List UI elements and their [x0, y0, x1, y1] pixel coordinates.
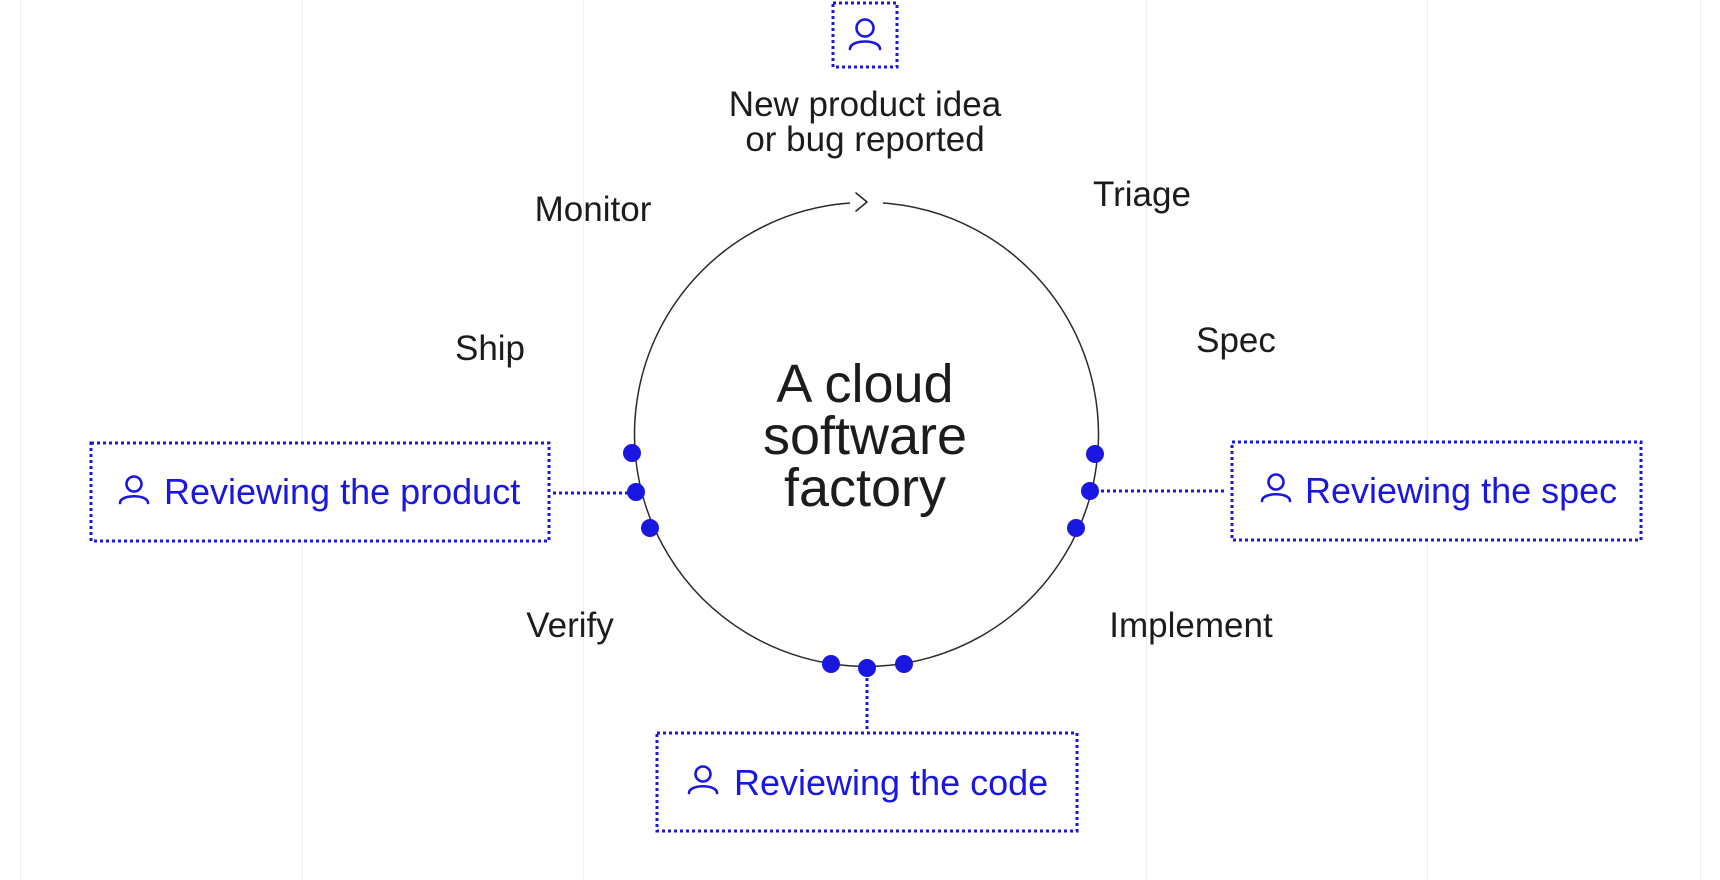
checkpoint-dot [641, 519, 659, 537]
start-node: New product idea or bug reported [729, 1, 1002, 159]
review-code-border [655, 731, 1079, 833]
review-spec-box[interactable]: Reviewing the spec [1230, 440, 1643, 542]
checkpoint-dot [1086, 445, 1104, 463]
review-product-box[interactable]: Reviewing the product [89, 441, 551, 543]
review-product-border [89, 441, 551, 543]
stage-implement: Implement [1109, 606, 1273, 645]
checkpoint-dot [1067, 519, 1085, 537]
background-gridline [20, 0, 21, 880]
checkpoint-dots [623, 444, 1104, 677]
stage-verify: Verify [526, 606, 614, 645]
start-label-line1: New product idea [729, 85, 1002, 124]
checkpoint-dot [822, 655, 840, 673]
cycle-arrow-icon [855, 192, 868, 212]
user-icon [848, 18, 882, 51]
center-title-line1: A cloud [776, 354, 953, 414]
review-product-label: Reviewing the product [164, 471, 520, 512]
user-icon [687, 765, 719, 795]
background-gridline [583, 0, 584, 880]
start-icon-box [831, 1, 899, 69]
checkpoint-dot [623, 444, 641, 462]
background-gridline [1146, 0, 1147, 880]
background-gridline [1427, 0, 1428, 880]
checkpoint-dot [858, 659, 876, 677]
checkpoint-dot [895, 655, 913, 673]
stage-triage: Triage [1093, 175, 1191, 214]
review-spec-border [1230, 440, 1643, 542]
background-gridline [1700, 0, 1701, 880]
user-icon [118, 475, 150, 505]
center-title-line2: software [763, 406, 967, 466]
review-code-label: Reviewing the code [734, 762, 1048, 803]
start-label-line2: or bug reported [745, 120, 984, 159]
stage-ship: Ship [455, 329, 525, 368]
stage-monitor: Monitor [535, 190, 652, 229]
user-icon [1260, 473, 1292, 503]
background-gridline [302, 0, 303, 880]
review-spec-label: Reviewing the spec [1305, 470, 1617, 511]
stage-spec: Spec [1196, 321, 1276, 360]
review-code-box[interactable]: Reviewing the code [655, 731, 1079, 833]
checkpoint-dot [627, 483, 645, 501]
center-title-line3: factory [784, 458, 946, 518]
checkpoint-dot [1081, 482, 1099, 500]
